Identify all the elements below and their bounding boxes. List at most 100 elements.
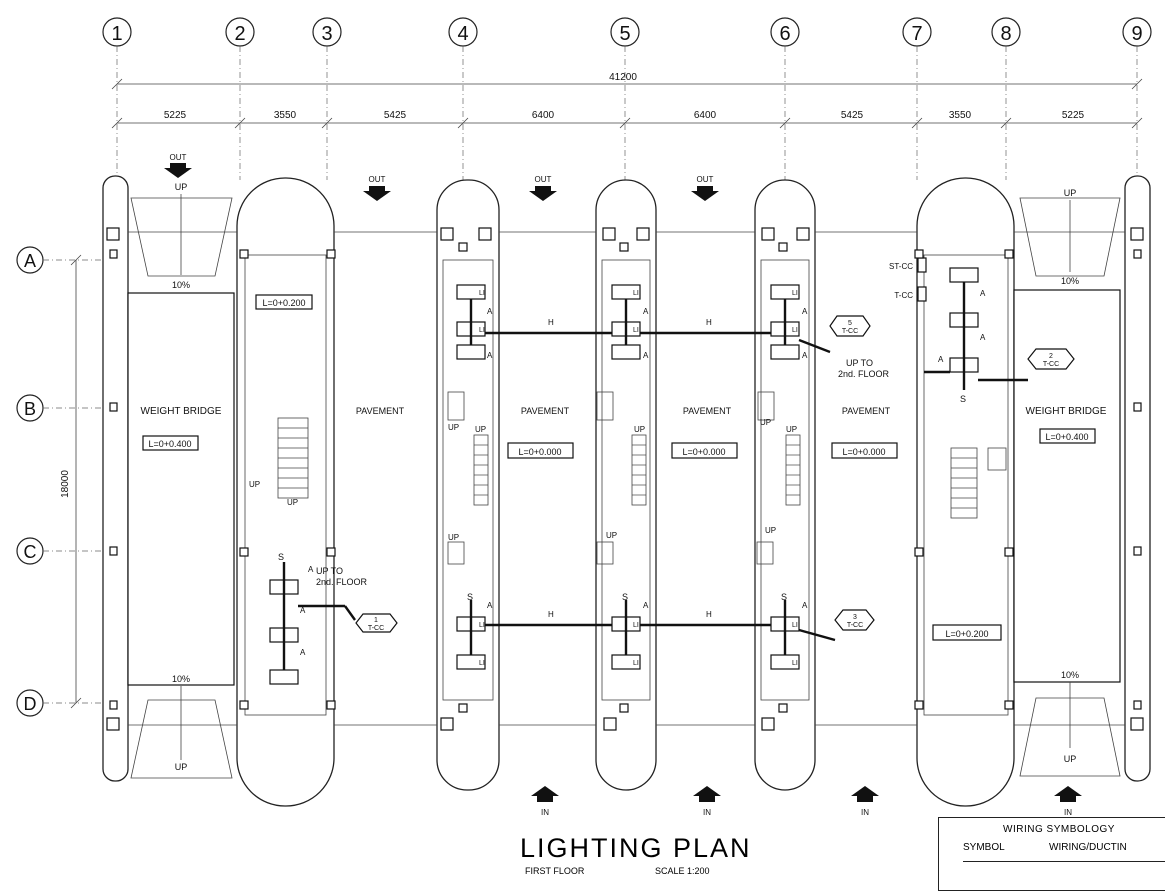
- svg-text:UP: UP: [448, 423, 459, 432]
- svg-text:A: A: [487, 307, 493, 316]
- svg-text:LI: LI: [792, 290, 798, 297]
- grid-bubble-9: 9: [1122, 17, 1152, 47]
- svg-text:3550: 3550: [949, 110, 972, 121]
- grid-bubble-8: 8: [991, 17, 1021, 47]
- svg-text:A: A: [308, 565, 314, 574]
- svg-text:A: A: [300, 648, 306, 657]
- svg-text:H: H: [706, 610, 712, 619]
- svg-text:A: A: [643, 351, 649, 360]
- grid-bubble-6: 6: [770, 17, 800, 47]
- svg-text:S: S: [278, 552, 284, 562]
- island-5: [595, 179, 657, 791]
- svg-text:A: A: [980, 333, 986, 342]
- svg-text:5: 5: [619, 23, 630, 45]
- svg-text:T-CC: T-CC: [847, 622, 863, 629]
- legend-row-divider: [963, 861, 1165, 876]
- svg-text:S: S: [622, 592, 628, 602]
- svg-text:A: A: [802, 601, 808, 610]
- stair-island-6: UP UP UP: [756, 391, 801, 565]
- svg-text:IN: IN: [703, 808, 711, 817]
- svg-text:UP: UP: [606, 531, 617, 540]
- in-arrow-3: IN: [851, 786, 879, 817]
- svg-text:8: 8: [1000, 23, 1011, 45]
- svg-text:3550: 3550: [274, 110, 297, 121]
- stair-left: UP UP: [249, 417, 309, 507]
- out-arrows: OUT OUT OUT OUT: [164, 153, 719, 201]
- svg-text:WEIGHT BRIDGE: WEIGHT BRIDGE: [1026, 406, 1107, 417]
- wiring-runs: H H H H: [282, 282, 1028, 670]
- svg-text:PAVEMENT: PAVEMENT: [683, 406, 732, 416]
- svg-text:A: A: [24, 251, 36, 271]
- weight-bridge-right: WEIGHT BRIDGE L=0+0.400 UP 10% 10% UP: [1013, 188, 1121, 777]
- svg-text:LI: LI: [633, 290, 639, 297]
- pavement-labels: PAVEMENT PAVEMENT PAVEMENT PAVEMENT: [356, 406, 891, 416]
- grid-bubble-C: C: [16, 537, 44, 565]
- svg-text:5: 5: [848, 320, 852, 327]
- svg-text:UP: UP: [634, 425, 645, 434]
- svg-text:IN: IN: [1064, 808, 1072, 817]
- svg-text:6: 6: [779, 23, 790, 45]
- svg-text:UP: UP: [1064, 754, 1077, 764]
- svg-text:PAVEMENT: PAVEMENT: [842, 406, 891, 416]
- svg-text:OUT: OUT: [535, 175, 552, 184]
- svg-text:LI: LI: [633, 660, 639, 667]
- island-9: [1124, 175, 1151, 782]
- switch-marks: A A A A A A A A A S S S S S A A A A A A: [278, 289, 986, 657]
- svg-text:H: H: [706, 318, 712, 327]
- callout-1: 1 T-CC: [355, 613, 398, 633]
- svg-text:A: A: [802, 307, 808, 316]
- stair-island-5: UP UP: [596, 391, 647, 565]
- svg-text:UP: UP: [175, 762, 188, 772]
- svg-text:S: S: [781, 592, 787, 602]
- svg-text:2: 2: [1049, 353, 1053, 360]
- svg-text:5225: 5225: [1062, 110, 1085, 121]
- svg-text:L=0+0.000: L=0+0.000: [842, 447, 885, 457]
- svg-text:A: A: [487, 601, 493, 610]
- svg-text:S: S: [960, 394, 966, 404]
- svg-text:OUT: OUT: [369, 175, 386, 184]
- svg-text:A: A: [487, 351, 493, 360]
- svg-text:B: B: [24, 399, 36, 419]
- grid-bubble-5: 5: [610, 17, 640, 47]
- svg-text:3: 3: [853, 614, 857, 621]
- island-4: [436, 179, 500, 791]
- bay-dimensions: 5225 3550 5425 6400 6400 5425 3550 5225: [111, 110, 1143, 129]
- in-arrow-2: IN: [693, 786, 721, 817]
- stair-island-4: UP UP UP: [447, 391, 489, 565]
- svg-text:ST-CC: ST-CC: [889, 262, 913, 271]
- grid-bubble-D: D: [16, 689, 44, 717]
- svg-text:6400: 6400: [694, 110, 717, 121]
- callout-5: 5 T-CC: [829, 315, 871, 337]
- svg-text:10%: 10%: [172, 674, 190, 684]
- in-arrow-1: IN: [531, 786, 559, 817]
- svg-text:A: A: [938, 355, 944, 364]
- svg-text:D: D: [24, 694, 37, 714]
- svg-text:3: 3: [321, 23, 332, 45]
- svg-text:LI: LI: [479, 290, 485, 297]
- grid-bubble-3: 3: [312, 17, 342, 47]
- svg-text:5425: 5425: [841, 110, 864, 121]
- row-grid-bubbles: A B C D: [16, 246, 44, 717]
- svg-text:PAVEMENT: PAVEMENT: [521, 406, 570, 416]
- svg-text:LI: LI: [633, 622, 639, 629]
- svg-text:OUT: OUT: [697, 175, 714, 184]
- drawing-title: LIGHTING PLAN: [520, 833, 752, 863]
- svg-text:1: 1: [374, 617, 378, 624]
- svg-text:H: H: [548, 318, 554, 327]
- svg-text:UP: UP: [287, 498, 298, 507]
- stair-right: [950, 447, 1007, 519]
- svg-text:6400: 6400: [532, 110, 555, 121]
- svg-text:18000: 18000: [60, 470, 71, 498]
- svg-text:L=0+0.000: L=0+0.000: [682, 447, 725, 457]
- svg-text:LI: LI: [633, 327, 639, 334]
- level-tags: L=0+0.200 L=0+0.000 L=0+0.000 L=0+0.000 …: [255, 294, 1002, 641]
- svg-text:41200: 41200: [609, 72, 637, 83]
- svg-text:10%: 10%: [172, 280, 190, 290]
- svg-text:LI: LI: [792, 622, 798, 629]
- svg-text:C: C: [24, 542, 37, 562]
- island-6: [754, 179, 816, 791]
- svg-text:PAVEMENT: PAVEMENT: [356, 406, 405, 416]
- grid-bubble-7: 7: [902, 17, 932, 47]
- lane-lines: [128, 231, 1125, 726]
